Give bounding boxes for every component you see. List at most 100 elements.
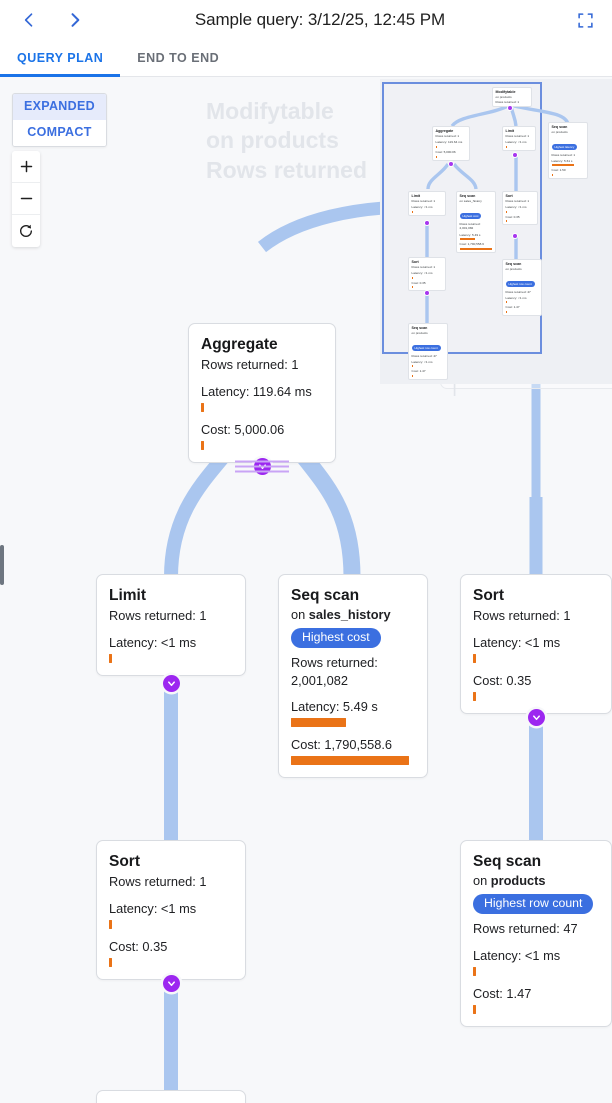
minimap-node-rows: Rows returned: 47 [505, 289, 531, 294]
cost-bar [109, 958, 112, 968]
minimap-node-rows: Rows returned: 2,001,082 [459, 221, 481, 231]
page-title: Sample query: 3/12/25, 12:45 PM [194, 10, 446, 29]
minimap-latency-bar [505, 301, 507, 304]
minimap-node-rows: Rows returned: 1 [505, 134, 530, 139]
node-sort-left[interactable]: Sort Rows returned: 1 Latency: <1 ms Cos… [96, 840, 246, 981]
minimap-status-badge: Highest row count [505, 281, 535, 287]
node-title: Sort [109, 853, 140, 870]
cost-bar [473, 1005, 476, 1015]
cost-bar [473, 692, 476, 702]
node-title: Aggregate [201, 336, 278, 353]
vertical-scrollbar-handle[interactable] [0, 545, 4, 585]
node-aggregate[interactable]: Aggregate Rows returned: 1 Latency: 119.… [188, 323, 336, 464]
minimap-toggle-dot [425, 291, 429, 295]
minimap-cost-bar [551, 173, 553, 176]
tab-end-to-end-label: END TO END [137, 51, 220, 65]
node-seqscan-products-right[interactable]: Seq scan on products Highest row count R… [460, 840, 612, 1028]
tab-end-to-end[interactable]: END TO END [120, 40, 236, 76]
minimap-node-title: Seq scan [505, 262, 522, 266]
minimap-node: Sort Rows returned: 1 Latency: <1 ms Cos… [408, 257, 446, 292]
node-title: Limit [109, 587, 147, 604]
minimap-latency-bar [411, 365, 413, 368]
minimap-toggle-dot [513, 234, 517, 238]
expand-toggle-sort-left[interactable] [162, 974, 180, 992]
minimap-latency-bar [459, 238, 475, 241]
minimap-latency-bar [551, 164, 574, 167]
chevron-left-icon [24, 13, 33, 27]
latency-bar [473, 966, 476, 976]
minimap-cost-bar [459, 247, 492, 250]
node-seqscan-products-bottom[interactable]: Seq scan on products Highest row count R… [96, 1090, 246, 1103]
latency-bar [109, 919, 112, 929]
ghost-modifytable-text: Modifytable on products Rows returned [206, 97, 367, 185]
node-rows: Rows returned: 1 [109, 608, 207, 624]
minimap-cost-bar [411, 286, 413, 289]
fullscreen-icon [577, 12, 593, 28]
tab-bar: QUERY PLAN END TO END [0, 40, 612, 77]
expand-toggle-limit[interactable] [162, 674, 180, 692]
tab-query-plan[interactable]: QUERY PLAN [0, 40, 121, 77]
expand-toggle-aggregate[interactable] [235, 457, 289, 475]
expand-toggle-sort-right[interactable] [527, 708, 545, 726]
minimap-node-sub: on sales_history [459, 199, 482, 204]
minimap-status-badge: Highest row count [411, 345, 441, 351]
latency-bar [473, 653, 476, 663]
minimap-node-title: Limit [505, 129, 515, 133]
mode-compact-button[interactable]: COMPACT [13, 120, 106, 146]
node-limit[interactable]: Limit Rows returned: 1 Latency: <1 ms [96, 574, 246, 676]
minimap-node-rows: Rows returned: 1 [551, 152, 576, 157]
minimap-node-cost: Cost: 1.47 [411, 369, 426, 374]
node-seqscan-sales-history[interactable]: Seq scan on sales_history Highest cost R… [278, 574, 428, 779]
minimap-node-rows: Rows returned: 1 [495, 99, 520, 104]
mode-expanded-button[interactable]: EXPANDED [12, 94, 106, 121]
node-cost: Cost: 1.47 [473, 985, 532, 1001]
minimap-toggle-dot [425, 221, 429, 225]
minimap-latency-bar [411, 276, 413, 279]
minimap-node-cost: Cost: 1.50 [551, 168, 566, 173]
node-title: Seq scan [291, 587, 360, 604]
reset-view-button[interactable] [12, 215, 40, 247]
toggle-dot [527, 708, 545, 726]
minimap-node-latency: Latency: 5.61 s [551, 158, 573, 163]
node-on-prefix: on [473, 873, 488, 889]
node-relation: on sales_history [291, 607, 415, 624]
minimap-node-cost: Cost: 1,790,558.6 [459, 242, 484, 247]
node-sort-right[interactable]: Sort Rows returned: 1 Latency: <1 ms Cos… [460, 574, 612, 715]
minimap-cost-bar [411, 374, 413, 377]
back-button[interactable] [14, 5, 44, 35]
ghost-title: Modifytable [206, 98, 334, 124]
minimap-node-cost: Cost: 0.35 [505, 214, 520, 219]
minimap-node-rows: Rows returned: 1 [435, 134, 460, 139]
node-relation-name: sales_history [308, 607, 391, 623]
forward-button[interactable] [60, 5, 90, 35]
minimap-edge-layer [425, 104, 570, 323]
minimap-node-latency: Latency: 5.49 s [459, 232, 481, 237]
node-cost: Cost: 0.35 [473, 672, 532, 688]
minimap[interactable]: Modifytable on products Rows returned: 1… [380, 79, 612, 384]
status-badge-highest-row-count: Highest row count [473, 894, 594, 915]
zoom-out-button[interactable] [12, 183, 40, 215]
minimap-status-badge: Highest latency [551, 144, 578, 150]
minimap-toggle-dot [449, 162, 453, 166]
minimap-node: Limit Rows returned: 1 Latency: <1 ms [408, 191, 446, 216]
node-latency: Latency: <1 ms [109, 900, 197, 916]
zoom-in-button[interactable] [12, 151, 40, 183]
latency-bar [201, 402, 204, 412]
latency-bar [291, 718, 346, 728]
minimap-node-rows: Rows returned: 1 [411, 265, 436, 270]
status-badge-highest-cost: Highest cost [291, 628, 381, 649]
chevron-down-icon [167, 980, 175, 986]
chevron-down-icon [167, 680, 175, 686]
minimap-node: Seq scan on products Highest row count R… [502, 259, 542, 316]
minimap-node-latency: Latency: 119.64 ms [435, 140, 463, 145]
fullscreen-button[interactable] [572, 7, 598, 33]
minimap-cost-bar [505, 220, 507, 223]
minimap-latency-bar [505, 145, 507, 148]
minimap-node-latency: Latency: <1 ms [411, 205, 433, 210]
minimap-node-rows: Rows returned: 47 [411, 353, 437, 358]
node-cost: Cost: 1,790,558.6 [291, 737, 393, 753]
plan-canvas[interactable]: Modifytable on products Rows returned Li… [0, 77, 612, 1103]
minimap-node-latency: Latency: <1 ms [411, 271, 433, 276]
node-title: Sort [473, 587, 504, 604]
minimap-node: Modifytable on products Rows returned: 1 [492, 87, 532, 108]
